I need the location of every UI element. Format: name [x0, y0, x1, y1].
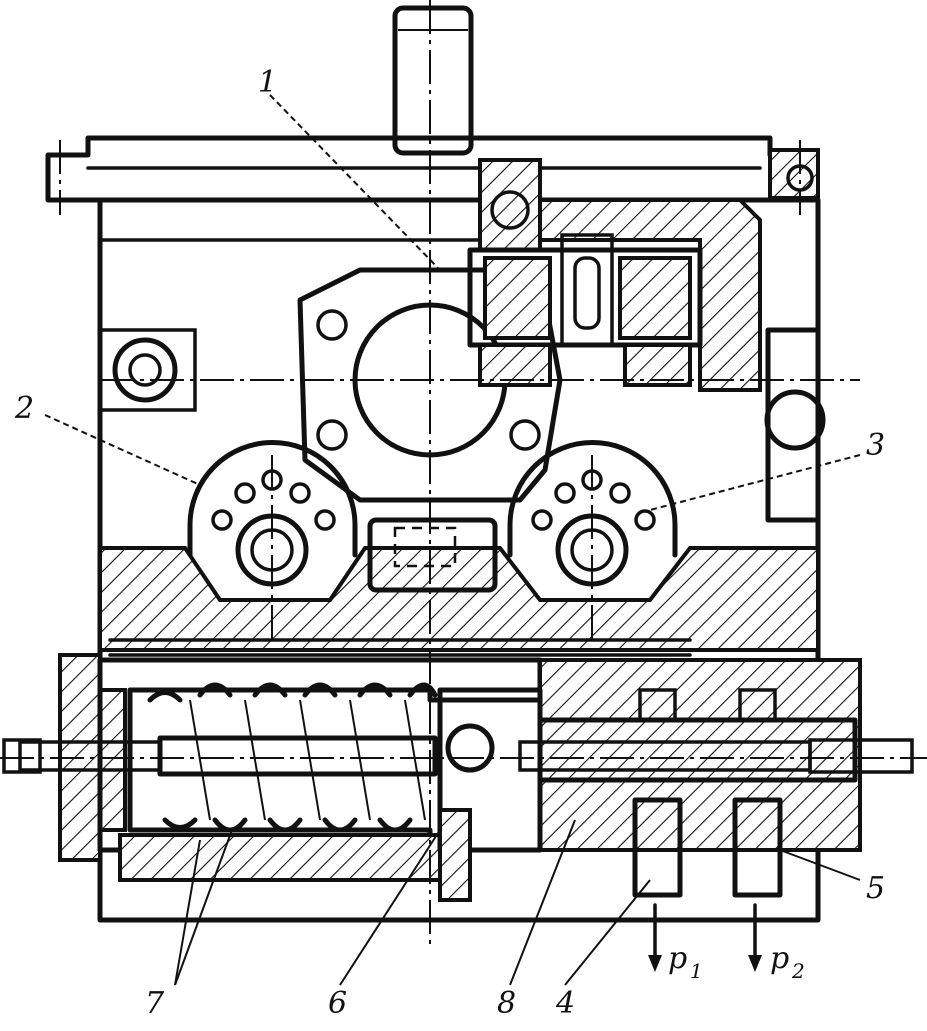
callout-6: 6 — [328, 986, 347, 1021]
label-p2-index: 2 — [791, 959, 805, 983]
cylinder-block — [98, 517, 820, 657]
left-port-boss — [98, 328, 197, 412]
label-p1-letter: p — [668, 941, 687, 976]
drive-shaft — [392, 5, 474, 156]
leader-lines — [44, 94, 861, 986]
control-rod — [2, 735, 914, 777]
mounting-flange — [45, 135, 820, 203]
label-p1-index: 1 — [690, 959, 703, 983]
label-p2: p 2 — [770, 941, 805, 983]
callout-1: 1 — [258, 65, 277, 100]
regulator-section — [58, 653, 862, 902]
callout-7: 7 — [145, 986, 165, 1021]
gear-bearing-block — [467, 158, 703, 387]
output-arrows — [648, 903, 762, 972]
springs — [147, 682, 438, 833]
callout-8: 8 — [497, 986, 516, 1021]
callout-4: 4 — [555, 986, 575, 1021]
center-lines — [0, 0, 927, 945]
callout-2: 2 — [14, 391, 34, 426]
label-p2-letter: p — [770, 941, 789, 976]
callout-3: 3 — [866, 428, 885, 463]
callout-5: 5 — [866, 871, 885, 906]
label-p1: p 1 — [668, 941, 703, 983]
